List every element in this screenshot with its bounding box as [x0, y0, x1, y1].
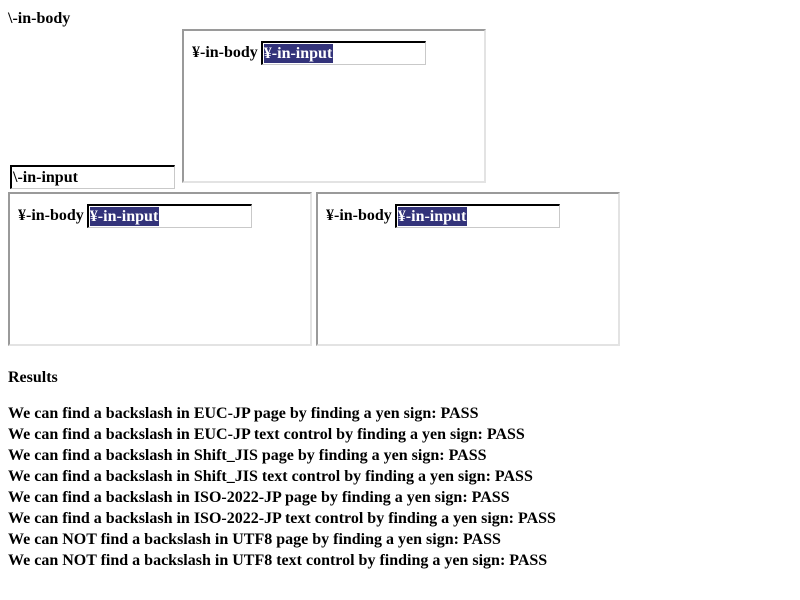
result-line: We can NOT find a backslash in UTF8 page…: [8, 531, 501, 548]
frame-text-input[interactable]: ¥-in-input: [260, 41, 426, 65]
frame-text-input[interactable]: ¥-in-input: [394, 204, 560, 228]
frame-text-input[interactable]: ¥-in-input: [86, 204, 252, 228]
selected-input-text: ¥-in-input: [263, 44, 334, 63]
iframe-euc-jp[interactable]: ¥-in-body ¥-in-input: [182, 29, 486, 183]
result-line: We can find a backslash in EUC-JP text c…: [8, 426, 525, 443]
body-text-input[interactable]: \-in-input: [10, 165, 175, 189]
selected-input-text: ¥-in-input: [397, 207, 468, 226]
selected-input-text: ¥-in-input: [89, 207, 160, 226]
iframe-content: ¥-in-body ¥-in-input: [18, 204, 252, 228]
body-text: \-in-body: [8, 10, 71, 27]
iframe-content: ¥-in-body ¥-in-input: [192, 41, 426, 65]
result-line: We can find a backslash in EUC-JP page b…: [8, 405, 479, 422]
frame-body-text: ¥-in-body: [326, 207, 392, 224]
frame-body-text: ¥-in-body: [192, 44, 258, 61]
results-list: We can find a backslash in EUC-JP page b…: [8, 404, 556, 572]
result-line: We can find a backslash in Shift_JIS tex…: [8, 468, 533, 485]
result-line: We can find a backslash in Shift_JIS pag…: [8, 447, 487, 464]
iframe-shift-jis[interactable]: ¥-in-body ¥-in-input: [8, 192, 312, 346]
result-line: We can find a backslash in ISO-2022-JP p…: [8, 489, 510, 506]
iframe-iso-2022-jp[interactable]: ¥-in-body ¥-in-input: [316, 192, 620, 346]
frame-body-text: ¥-in-body: [18, 207, 84, 224]
input-value: \-in-input: [13, 169, 78, 186]
results-heading: Results: [8, 369, 58, 386]
iframe-content: ¥-in-body ¥-in-input: [326, 204, 560, 228]
result-line: We can NOT find a backslash in UTF8 text…: [8, 552, 548, 569]
result-line: We can find a backslash in ISO-2022-JP t…: [8, 510, 556, 527]
